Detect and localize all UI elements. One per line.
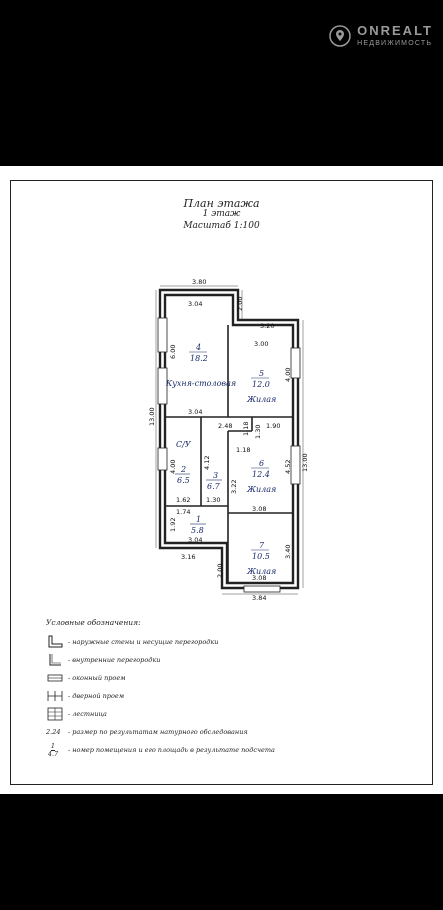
window-symbol-icon xyxy=(47,674,63,682)
watermark: ONREALT НЕДВИЖИМОСТЬ xyxy=(329,24,433,47)
dim-mid-e: 1.18 xyxy=(236,446,250,454)
windows xyxy=(157,317,301,593)
room-4: 4 18.2 Кухня-столовая xyxy=(165,343,236,388)
door-symbol-icon xyxy=(47,691,63,701)
dim-room6-left: 3.22 xyxy=(230,480,238,494)
room-number: 4 xyxy=(195,343,201,352)
room-number: 7 xyxy=(259,541,265,550)
legend-item: - дверной проем xyxy=(46,687,406,705)
sheet-frame xyxy=(10,180,433,785)
dim-mid-d: 1.30 xyxy=(254,425,262,439)
room-5: 5 12.0 Жилая xyxy=(246,369,276,404)
room-number: 5 xyxy=(259,369,264,378)
legend-item: 2.24 - размер по результатам натурного о… xyxy=(46,728,248,736)
dim-room7-h: 3.40 xyxy=(284,545,292,559)
floor-plan-sheet: План этажа 1 этаж Масштаб 1:100 xyxy=(0,166,443,794)
plan-title: План этажа xyxy=(183,197,260,210)
dim-bottom-total: 3.84 xyxy=(252,594,266,602)
inner-wall-symbol-icon xyxy=(49,654,61,666)
room-area: 5.8 xyxy=(191,526,204,535)
dim-bottom-w2: 3.16 xyxy=(181,553,195,561)
dim-bottom-w1: 3.04 xyxy=(188,536,202,544)
plan-floor: 1 этаж xyxy=(202,209,241,219)
room-number: 2 xyxy=(180,465,186,474)
dim-bottom-v: 2.00 xyxy=(216,564,224,578)
room-2: С/У 2 6.5 xyxy=(175,440,192,485)
dim-room4-h: 6.00 xyxy=(169,345,177,359)
room-label: Кухня-столовая xyxy=(165,379,236,388)
legend-item: 1 4.7 - номер помещения и его площадь в … xyxy=(47,742,275,758)
room-area: 12.0 xyxy=(252,380,270,389)
stairs-symbol-icon xyxy=(47,707,63,721)
watermark-brand: ONREALT xyxy=(357,23,433,38)
floor-plan-drawing: 3.80 3.04 2.00 3.20 6.00 3.00 4.00 13.00… xyxy=(148,278,309,602)
dim-right-total: 13.00 xyxy=(301,453,309,472)
location-pin-icon xyxy=(329,24,351,47)
outer-wall-symbol-icon xyxy=(48,635,63,648)
room-label: Жилая xyxy=(246,567,276,576)
legend-item: - лестница xyxy=(46,705,406,723)
dim-room1-w: 1.74 xyxy=(176,508,190,516)
room-6: 6 12.4 Жилая xyxy=(246,459,276,494)
dim-total-h: 13.00 xyxy=(148,407,156,426)
outer-walls xyxy=(158,288,300,590)
room-number: 3 xyxy=(213,471,218,480)
room-label: С/У xyxy=(176,440,192,449)
legend-item: - оконный проем xyxy=(46,669,406,687)
legend-sample-room: 1 4.7 xyxy=(47,742,59,758)
dim-mid-b: 1.18 xyxy=(242,422,250,436)
legend-item: - наружные стены и несущие перегородки xyxy=(46,633,406,651)
room-area: 10.5 xyxy=(252,552,270,561)
dim-room3-h: 4.12 xyxy=(203,456,211,470)
watermark-sub: НЕДВИЖИМОСТЬ xyxy=(357,40,433,47)
dim-room6-w: 3.08 xyxy=(252,505,266,513)
room-3: 3 6.7 xyxy=(206,471,222,491)
dim-mid-w: 3.04 xyxy=(188,408,202,416)
dim-room2-h: 4.00 xyxy=(169,460,177,474)
dim-room3-w: 1.30 xyxy=(206,496,220,504)
room-1: 1 5.8 xyxy=(190,515,206,535)
dim-ledge-h: 3.20 xyxy=(260,322,274,330)
dim-mid-a: 2.48 xyxy=(218,422,232,430)
dim-room5-h: 4.00 xyxy=(284,368,292,382)
legend: Условные обозначения: - наружные стены и… xyxy=(46,618,406,759)
room-area: 6.7 xyxy=(207,482,221,491)
dim-room1-h: 1.92 xyxy=(169,518,177,532)
legend-title: Условные обозначения: xyxy=(46,618,141,627)
inner-partitions xyxy=(165,325,293,583)
legend-item: - внутренние перегородки xyxy=(46,651,406,669)
dim-mid-c: 1.90 xyxy=(266,422,280,430)
room-number: 1 xyxy=(196,515,201,524)
dim-room2-w: 1.62 xyxy=(176,496,190,504)
legend-sample-dim: 2.24 xyxy=(46,728,61,736)
dim-ledge-v: 2.00 xyxy=(236,297,244,311)
room-area: 12.4 xyxy=(252,470,270,479)
dim-top-width: 3.80 xyxy=(192,278,206,286)
dim-room7-w: 3.08 xyxy=(252,574,266,582)
room-label: Жилая xyxy=(246,395,276,404)
dim-room5-w: 3.00 xyxy=(254,340,268,348)
dimension-lines xyxy=(155,285,304,595)
room-number: 6 xyxy=(259,459,264,468)
room-area: 18.2 xyxy=(190,354,208,363)
dim-room6-right: 4.52 xyxy=(284,460,292,474)
plan-scale: Масштаб 1:100 xyxy=(183,221,260,231)
dim-inner-top: 3.04 xyxy=(188,300,202,308)
room-label: Жилая xyxy=(246,485,276,494)
room-7: 7 10.5 Жилая xyxy=(246,541,276,576)
room-area: 6.5 xyxy=(177,476,190,485)
